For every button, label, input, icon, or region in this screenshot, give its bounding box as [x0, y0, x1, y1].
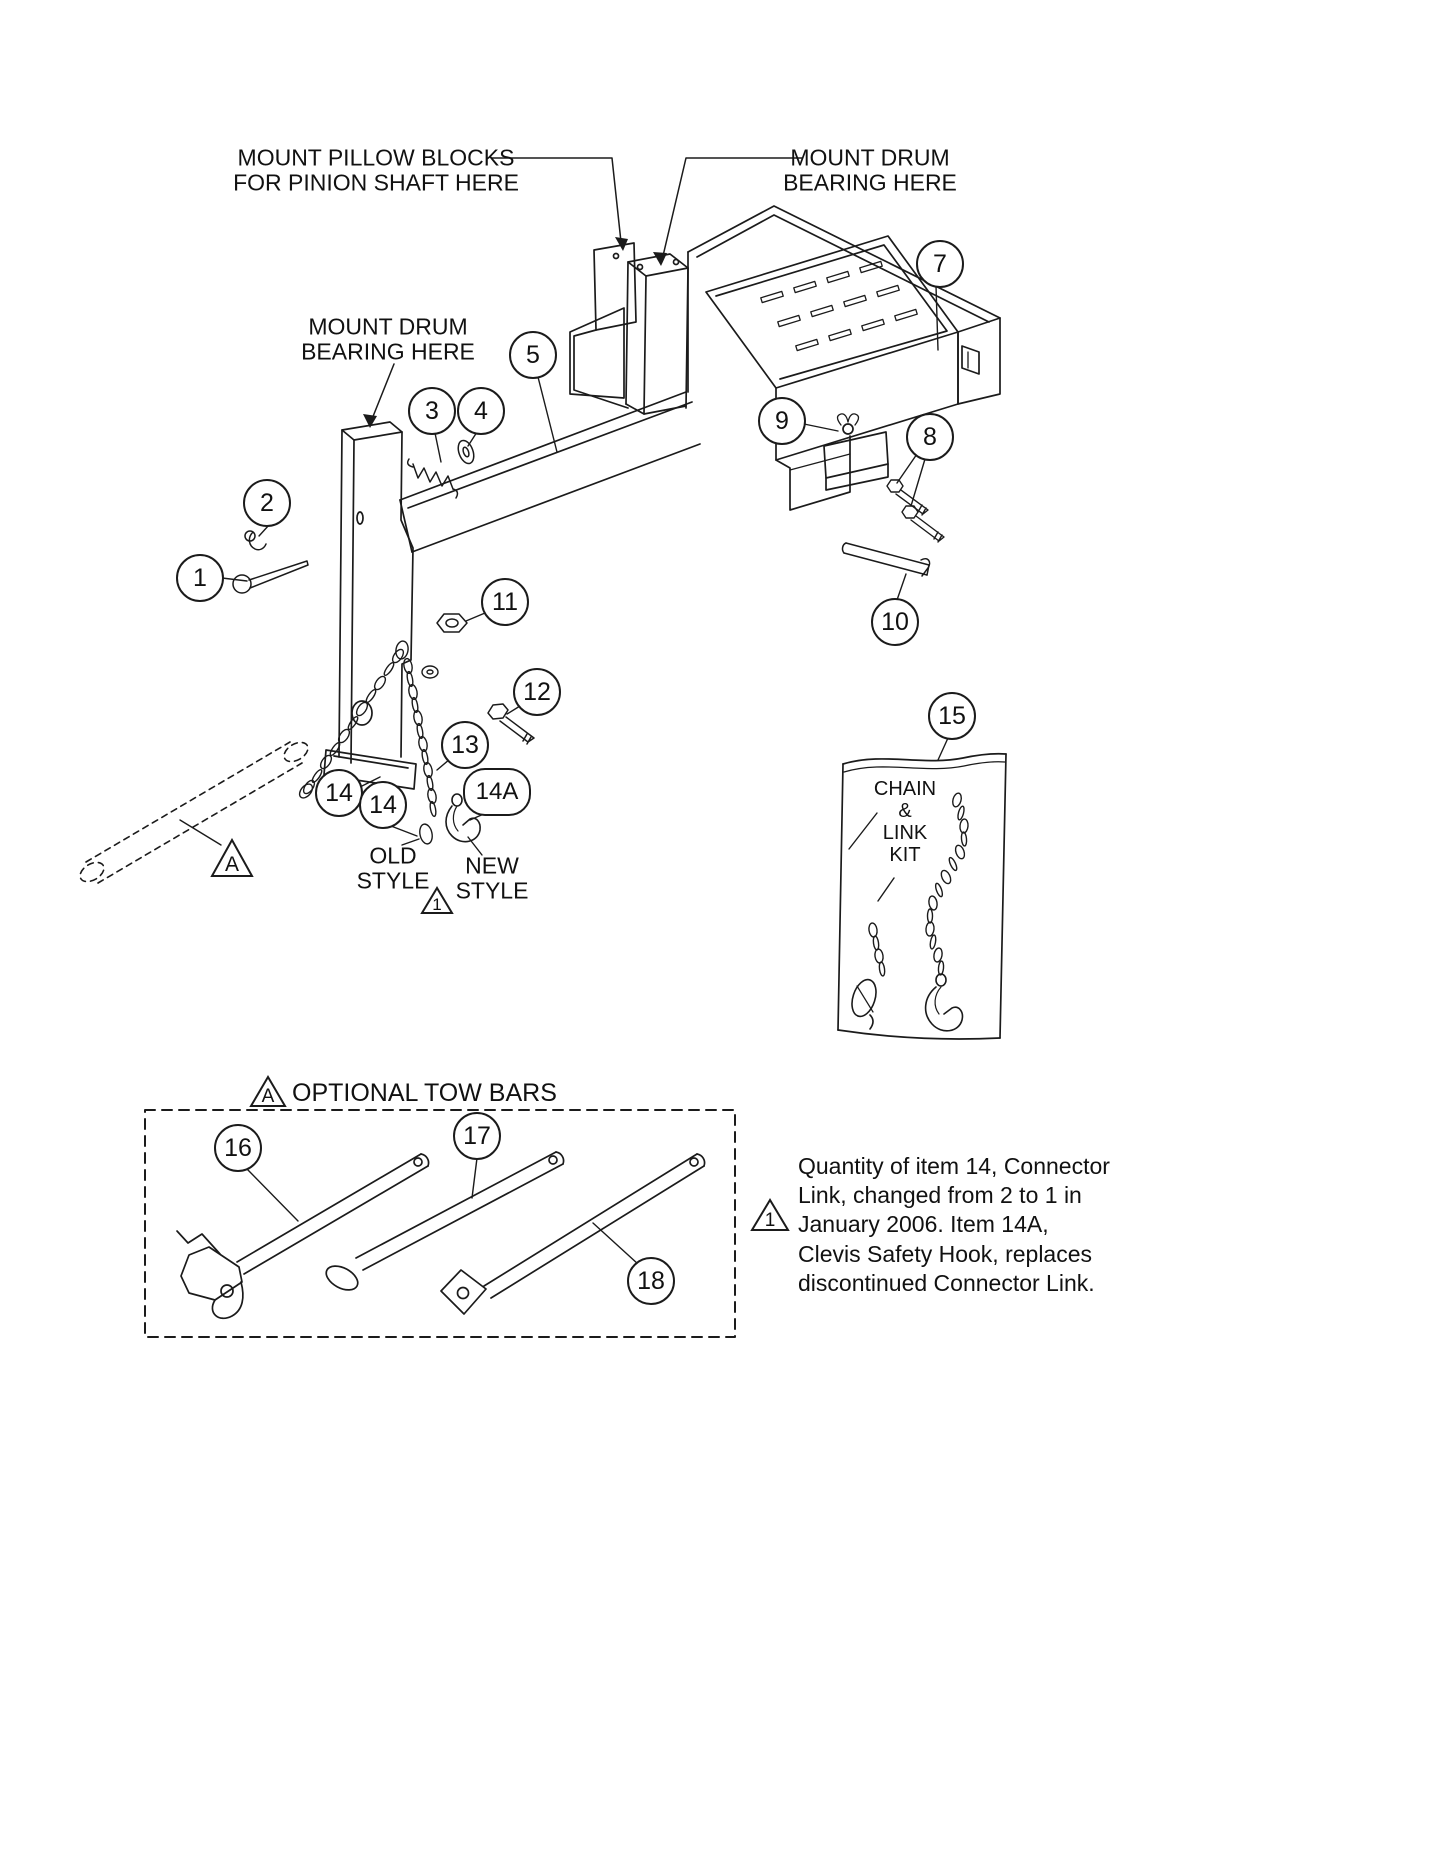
tow-bar-18 [440, 1153, 706, 1315]
new-style-leader [467, 836, 483, 856]
washer-4 [457, 439, 475, 465]
old-style-label: OLD STYLE [356, 842, 430, 894]
callout-13: 13 [441, 721, 489, 769]
callout-4: 4 [457, 387, 505, 435]
callout-14-right: 14 [359, 781, 407, 829]
coupler-icon [176, 1230, 244, 1320]
nut-11 [436, 613, 468, 633]
callout-7: 7 [916, 240, 964, 288]
callout-2: 2 [243, 479, 291, 527]
callout-3: 3 [408, 387, 456, 435]
label-leader-lines [363, 157, 803, 428]
callout-14A: 14A [463, 768, 531, 816]
pin-10 [841, 542, 931, 577]
callout-14-left: 14 [315, 769, 363, 817]
arrow-icon [653, 252, 667, 266]
triangle-a-marker-towbars: A [249, 1075, 287, 1107]
plate-end [440, 1269, 487, 1315]
mount-drum-bearing-left-label: MOUNT DRUM BEARING HERE [301, 313, 475, 365]
spring-3 [406, 458, 459, 499]
grate-slots [760, 260, 918, 352]
callout-12: 12 [513, 668, 561, 716]
chain-end-ring [298, 783, 314, 799]
pillow-block-mount [573, 242, 637, 409]
triangle-1-marker-newstyle: 1 [420, 886, 454, 914]
bolts-8 [886, 479, 945, 543]
triangle-1-label: 1 [765, 1210, 776, 1231]
triangle-a-label: A [225, 853, 239, 876]
callout-15: 15 [928, 692, 976, 740]
safety-chains [298, 640, 437, 845]
bolt-12 [487, 703, 535, 745]
mount-drum-bearing-right-label: MOUNT DRUM BEARING HERE [783, 144, 957, 196]
slip-hook-icon [924, 973, 964, 1032]
left-post [323, 421, 417, 790]
callout-10: 10 [871, 598, 919, 646]
triangle-a-label: A [262, 1086, 275, 1107]
triangle-a-marker-tube: A [210, 838, 254, 877]
optional-tow-bars-box [144, 1109, 736, 1338]
old-style-leader [401, 838, 420, 846]
revision-note: Quantity of item 14, Connector Link, cha… [798, 1153, 1110, 1296]
cotter-pin-2 [244, 530, 267, 551]
optional-tow-bars-title: OPTIONAL TOW BARS [292, 1079, 557, 1107]
mount-pillow-blocks-label: MOUNT PILLOW BLOCKS FOR PINION SHAFT HER… [233, 144, 519, 196]
callout-18: 18 [627, 1257, 675, 1305]
washer-13-area [421, 665, 439, 679]
tow-bar-16 [176, 1153, 430, 1320]
chain-link-kit-panel [837, 752, 1007, 1040]
loop-end [325, 1265, 359, 1291]
hitch-pin-1 [232, 560, 309, 594]
kit-chain [925, 792, 969, 976]
tow-bar-17 [325, 1151, 565, 1291]
arrow-icon [615, 237, 628, 251]
tow-bar-tube-dashed [79, 741, 309, 884]
triangle-1-label: 1 [432, 895, 441, 914]
callout-8: 8 [906, 413, 954, 461]
bracket-9 [823, 413, 889, 491]
connector-link-old [419, 823, 433, 845]
new-style-label: NEW STYLE [455, 852, 529, 904]
snap-link-icon [851, 978, 877, 1030]
callout-leader-lines [221, 285, 949, 1265]
arrow-icon [363, 414, 377, 428]
chain-link-kit-label: CHAIN & LINK KIT [873, 778, 937, 866]
callout-5: 5 [509, 331, 557, 379]
gusset-plate [569, 307, 625, 399]
callout-1: 1 [176, 554, 224, 602]
triangle-1-marker-note: 1 [750, 1198, 790, 1231]
callout-9: 9 [758, 397, 806, 445]
callout-11: 11 [481, 578, 529, 626]
kit-short-chain [868, 922, 886, 977]
callout-17: 17 [453, 1112, 501, 1160]
triangle-a-leader [179, 819, 222, 846]
latch-tab [961, 345, 980, 375]
callout-16: 16 [214, 1124, 262, 1172]
